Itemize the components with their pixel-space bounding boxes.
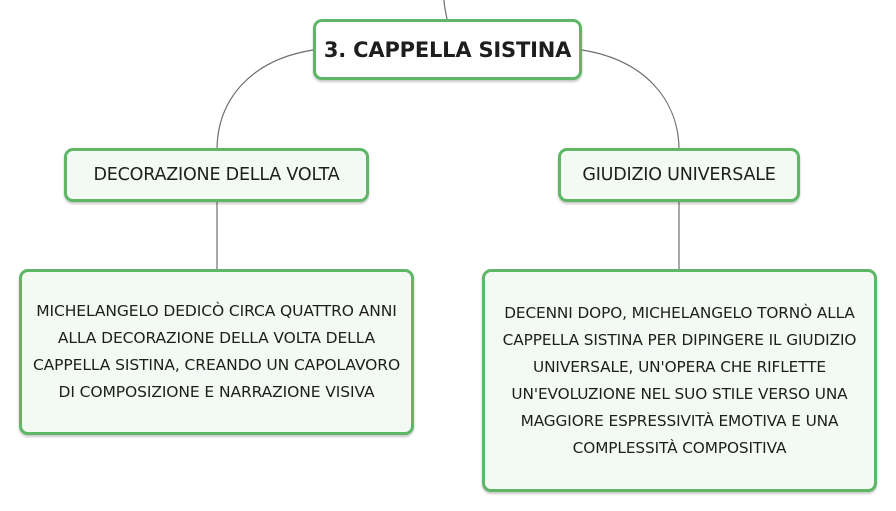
connector-root-to-giudizio xyxy=(581,49,680,149)
connector-parent-to-root xyxy=(443,0,448,20)
detail-node-text: MICHELANGELO DEDICÒ CIRCA QUATTRO ANNI A… xyxy=(32,302,401,401)
connector-root-to-decorazione xyxy=(216,49,314,149)
branch-node-label: GIUDIZIO UNIVERSALE xyxy=(582,165,776,185)
branch-node-giudizio[interactable]: GIUDIZIO UNIVERSALE xyxy=(558,148,800,202)
root-node-label: 3. CAPPELLA SISTINA xyxy=(323,37,572,62)
branch-node-decorazione[interactable]: DECORAZIONE DELLA VOLTA xyxy=(64,148,369,202)
root-node[interactable]: 3. CAPPELLA SISTINA xyxy=(313,19,582,80)
branch-node-label: DECORAZIONE DELLA VOLTA xyxy=(93,165,340,185)
detail-node-decorazione[interactable]: MICHELANGELO DEDICÒ CIRCA QUATTRO ANNI A… xyxy=(19,269,414,435)
detail-node-text: DECENNI DOPO, MICHELANGELO TORNÒ ALLA CA… xyxy=(502,303,857,457)
detail-node-giudizio[interactable]: DECENNI DOPO, MICHELANGELO TORNÒ ALLA CA… xyxy=(482,269,877,492)
